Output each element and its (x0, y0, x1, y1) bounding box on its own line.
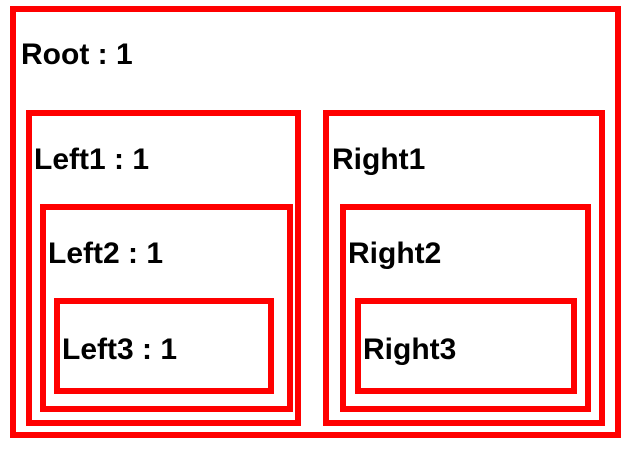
left1-box: Left1 : 1 Left2 : 1 Left3 : 1 (26, 110, 301, 426)
left1-box-label: Left1 : 1 (34, 143, 150, 176)
root-box: Root : 1 Left1 : 1 Left2 : 1 Left3 : 1 R… (10, 6, 621, 438)
left3-box-label: Left3 : 1 (62, 333, 178, 366)
right2-box: Right2 Right3 (340, 204, 591, 412)
right1-box: Right1 Right2 Right3 (323, 110, 605, 426)
root-box-label: Root : 1 (21, 38, 133, 71)
left3-box: Left3 : 1 (54, 298, 274, 394)
right2-box-label: Right2 (348, 237, 442, 270)
right3-box-label: Right3 (363, 333, 457, 366)
left2-box: Left2 : 1 Left3 : 1 (40, 204, 293, 412)
right3-box: Right3 (355, 298, 577, 394)
left2-box-label: Left2 : 1 (48, 237, 164, 270)
right1-box-label: Right1 (332, 143, 426, 176)
